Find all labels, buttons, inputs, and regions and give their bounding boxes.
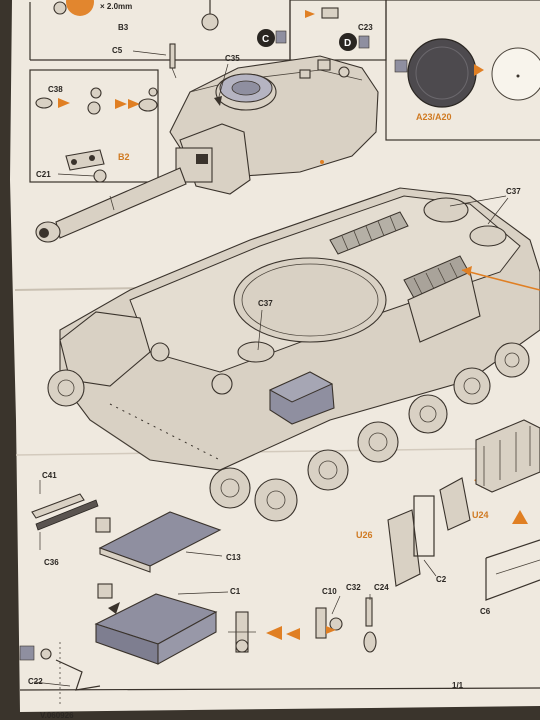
bracket-part [55, 659, 101, 691]
track-assembly [475, 419, 540, 493]
bottom-parts-area: C41 C36 C13 C1 C22 C10 C32 C24 [19, 419, 540, 706]
latch-part [315, 607, 327, 639]
orange-part-marker [66, 0, 94, 16]
road-wheel [453, 367, 491, 405]
part-label-c10: C10 [322, 587, 337, 596]
road-wheel [254, 478, 298, 522]
road-wheels [47, 342, 530, 522]
part-label-b3: B3 [118, 23, 129, 32]
rear-stowage [407, 271, 481, 343]
part-label-c21: C21 [36, 170, 51, 179]
footer-page-number: 1/1 [452, 681, 464, 690]
option-c-swatch [275, 30, 287, 44]
engine-hatch-2 [469, 225, 507, 247]
track-tool [35, 499, 99, 531]
hatch-detail-step: A23/A20 [385, 0, 540, 141]
part-label-b2: B2 [118, 152, 130, 162]
part-label-u26: U26 [356, 530, 373, 540]
part-label-c2: C2 [436, 575, 447, 584]
engine-grille [329, 211, 409, 255]
u24-part [439, 477, 471, 531]
top-fragment: × 2.0mm B3 C C23 D [29, 0, 387, 61]
part-label-c32: C32 [346, 583, 361, 592]
hull-step [59, 187, 540, 471]
part-label-c35: C35 [225, 54, 240, 63]
option-c-label: C [262, 34, 269, 45]
part-label-c38: C38 [48, 85, 63, 94]
part-label-c1: C1 [230, 587, 241, 596]
headlight [150, 342, 170, 362]
part-label-c24: C24 [374, 583, 389, 592]
road-wheel [307, 449, 349, 491]
option-d-label: D [344, 38, 351, 49]
part-label-c36: C36 [44, 558, 59, 567]
c6-bracket [485, 558, 540, 601]
gun-barrel [55, 167, 187, 239]
part-label-c41: C41 [42, 471, 57, 480]
orange-arrow [286, 628, 300, 640]
part-label-u24: U24 [472, 510, 489, 520]
c22-swatch [19, 645, 35, 661]
hatch-photo-disc [407, 38, 477, 108]
part-label-a23-a20: A23/A20 [416, 112, 452, 122]
ring-part [363, 631, 377, 653]
option-c-badge [257, 29, 275, 47]
pin-part [169, 43, 176, 69]
turret-step: C38 B2 C21 C5 [29, 43, 379, 243]
turret-ring [233, 257, 387, 343]
option-d-swatch [358, 35, 370, 49]
dimension-note: × 2.0mm [100, 2, 132, 11]
part-label-c5: C5 [112, 46, 123, 55]
part-label-c22: C22 [28, 677, 43, 686]
engine-hatch-1 [423, 197, 469, 223]
orange-arrow [474, 64, 484, 76]
inset-box [29, 69, 159, 183]
part-label-c37-rear: C37 [506, 187, 521, 196]
part-label-c23: C23 [358, 23, 373, 32]
driver-hatch [237, 341, 275, 363]
road-wheel [357, 421, 399, 463]
footer-code: V.060926 [40, 711, 74, 720]
road-wheel [494, 342, 530, 378]
road-wheel [209, 467, 251, 509]
u26-part [387, 509, 421, 587]
part-label-c37-front: C37 [258, 299, 273, 308]
hinge-link [65, 149, 105, 171]
road-wheel [47, 369, 85, 407]
wrench-tool [31, 493, 85, 519]
part-label-c13: C13 [226, 553, 241, 562]
option-d-badge [339, 33, 357, 51]
part-label-c6: C6 [480, 607, 491, 616]
fold-line [15, 447, 540, 456]
hatch-decal-disc [491, 47, 540, 101]
road-wheel [408, 394, 448, 434]
